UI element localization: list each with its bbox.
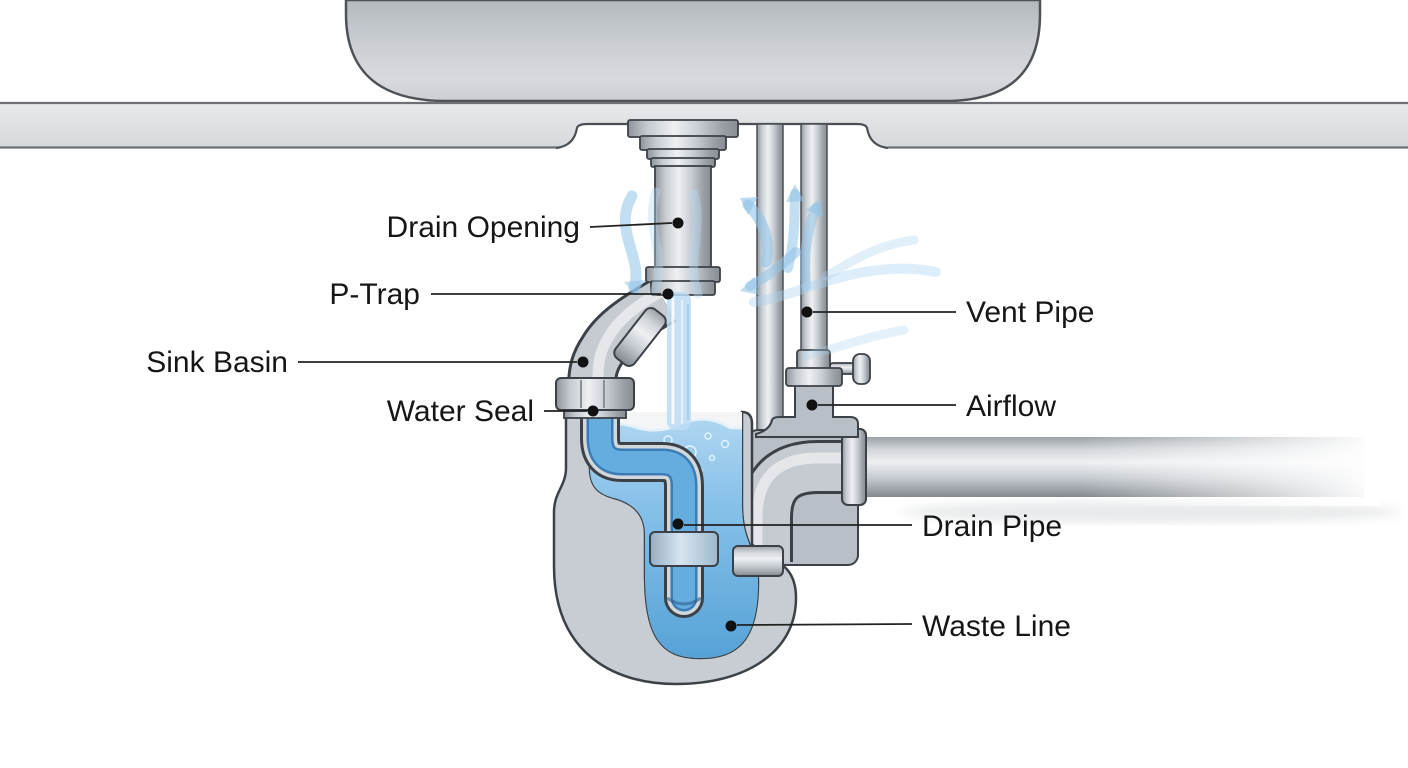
valve-collar	[785, 367, 843, 387]
inner-tube-coupling	[649, 531, 719, 567]
label-water-seal: Water Seal	[387, 395, 599, 428]
label-drain-opening: Drain Opening	[387, 211, 684, 244]
airflow-ribbon-2	[821, 235, 919, 281]
pipe-flange-ring	[841, 428, 867, 506]
label-dot	[672, 217, 684, 229]
label-dot	[662, 288, 674, 300]
tailpiece-pipe	[654, 165, 712, 270]
label-text: Airflow	[966, 390, 1056, 423]
airflow-arrows	[619, 184, 941, 361]
leader-line	[736, 623, 913, 626]
label-p-trap: P-Trap	[329, 278, 674, 311]
label-text: Water Seal	[387, 395, 534, 428]
label-text: Drain Opening	[387, 211, 580, 244]
drain-tailpiece	[627, 119, 739, 296]
leader-line	[589, 222, 673, 228]
horizontal-drain-pipe	[852, 430, 1380, 506]
label-text: Drain Pipe	[922, 510, 1062, 543]
label-sink-basin: Sink Basin	[146, 346, 589, 379]
trap-outlet-collar	[732, 545, 784, 577]
elbow-flange-ring	[613, 307, 667, 367]
airflow-ribbon-1	[749, 263, 941, 307]
outlet-elbow	[739, 440, 866, 562]
airflow-ribbon-3	[801, 325, 909, 361]
airflow-wisp-2	[689, 189, 703, 299]
horizontal-pipe-fade	[1080, 430, 1380, 506]
label-waste-line: Waste Line	[725, 610, 1071, 643]
valve-handle-knob	[852, 353, 871, 385]
labels: Drain Opening P-Trap Sink Basin Water Se…	[146, 211, 1094, 643]
label-text: Waste Line	[922, 610, 1071, 643]
airflow-wisp-1	[648, 187, 663, 297]
trap-arm-elbow	[567, 278, 677, 389]
label-text: P-Trap	[329, 278, 420, 311]
label-text: Vent Pipe	[966, 296, 1094, 329]
tailpiece-flange-2	[639, 135, 727, 151]
vent-fitting	[755, 383, 859, 438]
water-stream	[667, 292, 691, 430]
airflow-arrow-down-left	[619, 190, 642, 294]
tube-mouth	[666, 596, 702, 606]
label-dot	[725, 620, 737, 632]
label-dot	[577, 356, 589, 368]
label-drain-pipe: Drain Pipe	[672, 510, 1062, 543]
tailpiece-flange-1	[627, 119, 739, 138]
label-dot	[587, 405, 599, 417]
label-dot	[806, 399, 818, 411]
union-body	[555, 377, 635, 411]
label-dot	[672, 518, 684, 530]
sink-basin-shape	[344, 0, 1042, 103]
label-text: Sink Basin	[146, 346, 288, 379]
pipe-shadow	[900, 501, 1400, 523]
label-vent-pipe: Vent Pipe	[801, 296, 1094, 329]
airflow-valve	[785, 349, 871, 387]
label-dot	[801, 306, 813, 318]
inner-drain-tube	[580, 384, 704, 618]
label-airflow: Airflow	[806, 390, 1056, 423]
